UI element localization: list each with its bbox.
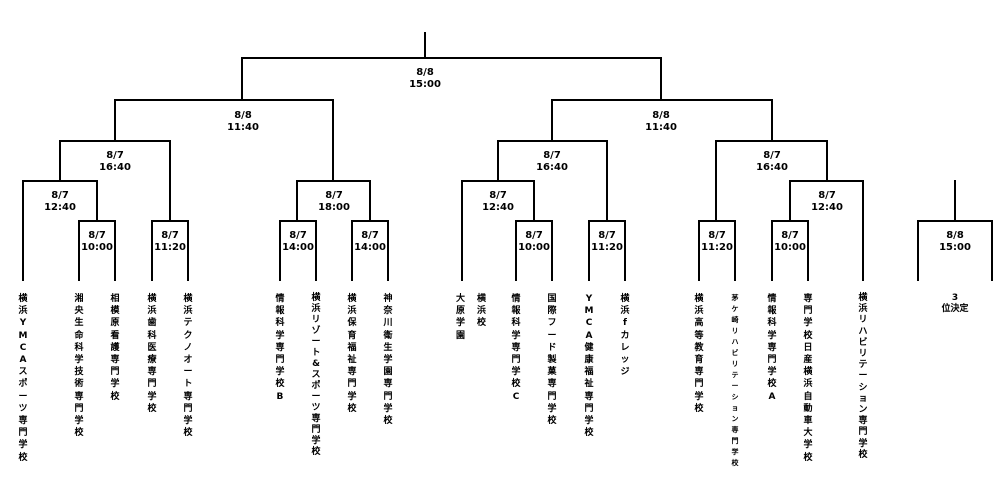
team-name: 神奈川衛生学園専門学校 <box>383 294 393 427</box>
team-name: 横浜保育福祉専門学校 <box>347 294 357 414</box>
team-name: 専門学校日産横浜自動車大学校 <box>803 294 813 463</box>
team-name-pair: 大原学園 横浜校 <box>456 293 486 342</box>
third-place-label: 3 位決定 <box>941 293 969 314</box>
third-place-label-vertical: 位決定 <box>941 304 969 314</box>
team-name: 大原学園 <box>455 294 465 341</box>
team-name: 横浜校 <box>477 294 487 329</box>
team-name: 横浜高等教育専門学校 <box>694 294 704 414</box>
team-name: 横浜テクノオート専門学校 <box>183 294 193 439</box>
team-name: 茅ケ崎リハビリテーション専門学校 <box>731 294 739 467</box>
team-name: 湘央生命科学技術専門学校 <box>74 294 84 439</box>
team-name: 横浜リゾート&スポーツ専門学校 <box>311 293 321 457</box>
team-name: 横浜リハビリテーション専門学校 <box>858 293 868 460</box>
team-name: 横浜歯科医療専門学校 <box>147 294 157 414</box>
team-name: 国際フード製菓専門学校 <box>547 294 557 427</box>
team-name: 相模原看護専門学校 <box>110 294 120 402</box>
